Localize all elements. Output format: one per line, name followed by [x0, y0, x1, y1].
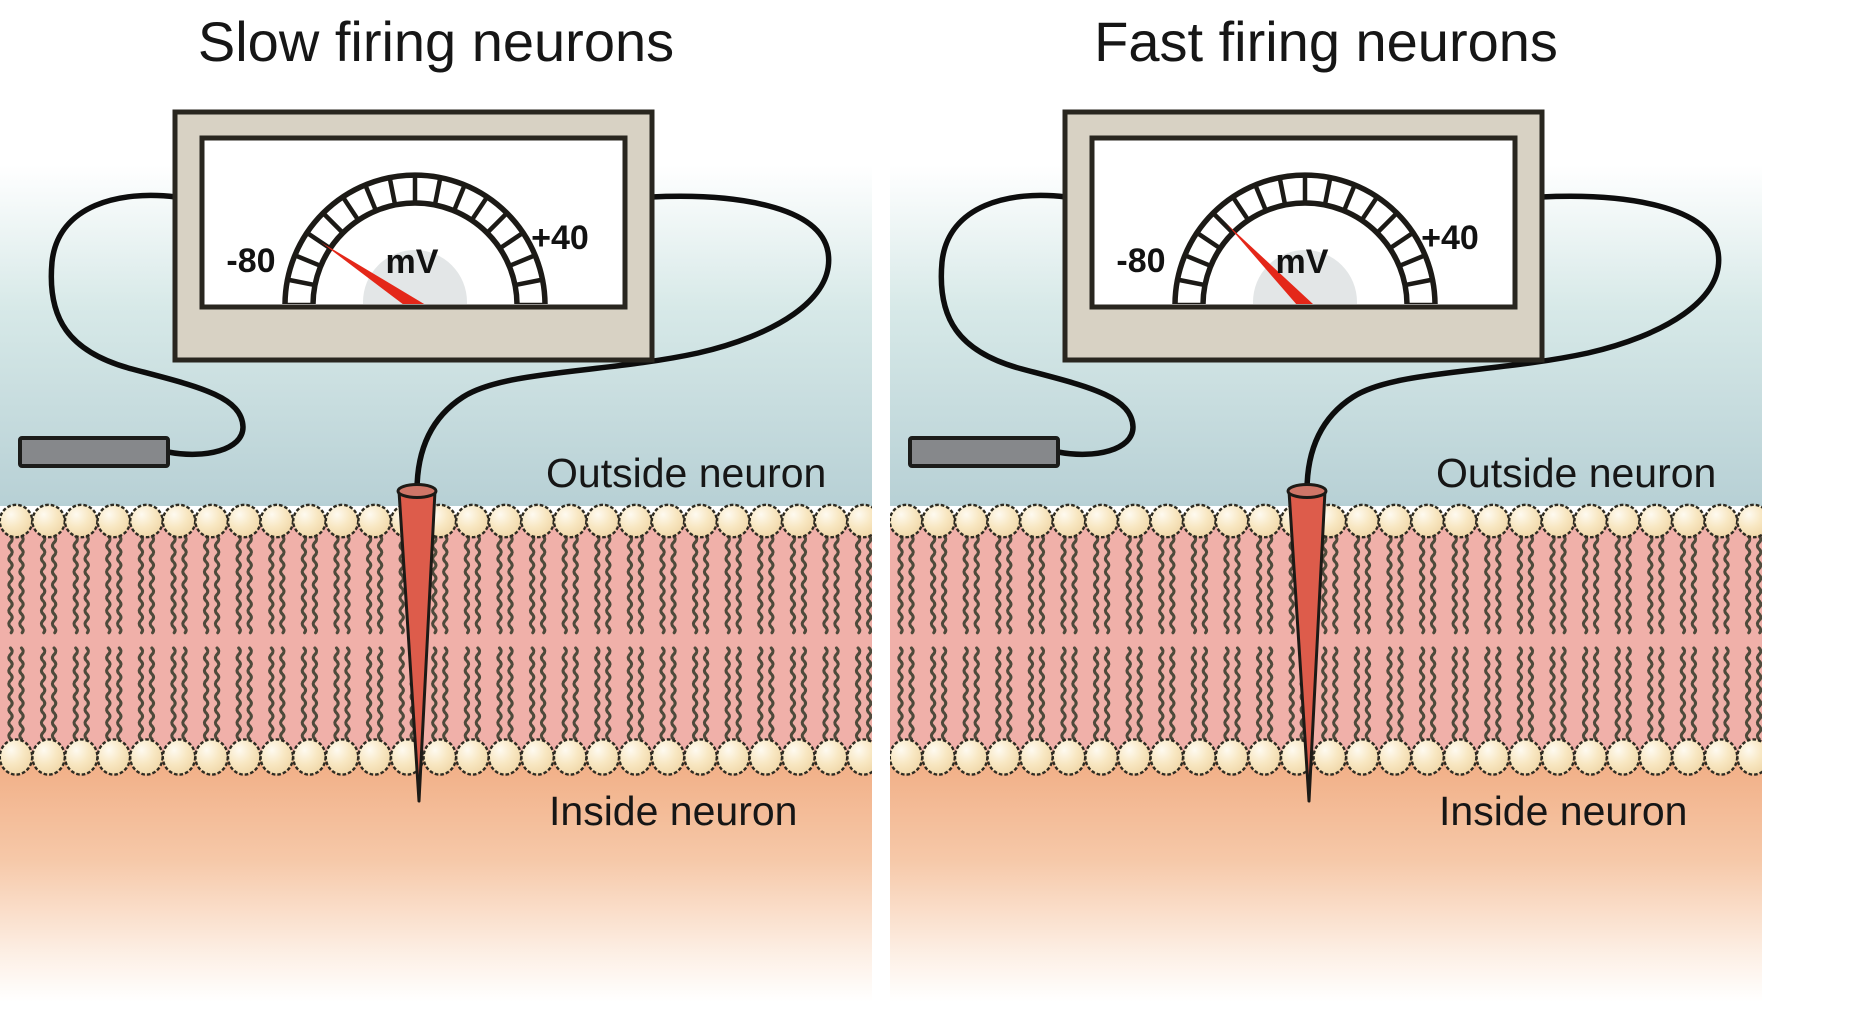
outside-neuron-label: Outside neuron — [1436, 450, 1717, 496]
gauge-unit-label: mV — [386, 243, 439, 281]
panel-scene: -80 +40 mV — [890, 109, 1762, 803]
gauge-max-label: +40 — [531, 219, 589, 257]
lipid-heads — [890, 503, 1762, 776]
intracellular-background — [890, 757, 1762, 1012]
lipid-heads — [0, 503, 872, 776]
reference-electrode — [908, 436, 1060, 468]
reference-electrode — [18, 436, 170, 468]
voltmeter-gauge — [1172, 172, 1438, 304]
lipid-tails — [897, 534, 1762, 741]
gauge-max-label: +40 — [1421, 219, 1479, 257]
inside-neuron-label: Inside neuron — [1439, 788, 1688, 834]
panel-title: Slow firing neurons — [197, 10, 675, 73]
electrode-wires — [938, 192, 1722, 494]
panel-slow-firing: -80 +40 mV Slow firing neurons Outside n… — [0, 0, 872, 1012]
voltmeter: -80 +40 mV — [1062, 109, 1545, 363]
voltmeter: -80 +40 mV — [172, 109, 655, 363]
gauge-min-label: -80 — [1116, 242, 1165, 280]
gauge-unit-label: mV — [1276, 243, 1329, 281]
lipid-tails — [7, 534, 872, 741]
gauge-min-label: -80 — [226, 242, 275, 280]
voltmeter-gauge — [282, 172, 548, 304]
gauge-needle — [320, 242, 425, 304]
recording-microelectrode — [1286, 483, 1328, 803]
electrode-wires — [48, 192, 832, 494]
inside-neuron-label: Inside neuron — [549, 788, 798, 834]
panel-title: Fast firing neurons — [1094, 10, 1558, 73]
outside-neuron-label: Outside neuron — [546, 450, 827, 496]
recording-microelectrode — [396, 483, 438, 803]
panel-scene: -80 +40 mV — [0, 109, 872, 803]
intracellular-background — [0, 757, 872, 1012]
panel-fast-firing: -80 +40 mV Fast firing neurons Outside n… — [890, 0, 1762, 1012]
